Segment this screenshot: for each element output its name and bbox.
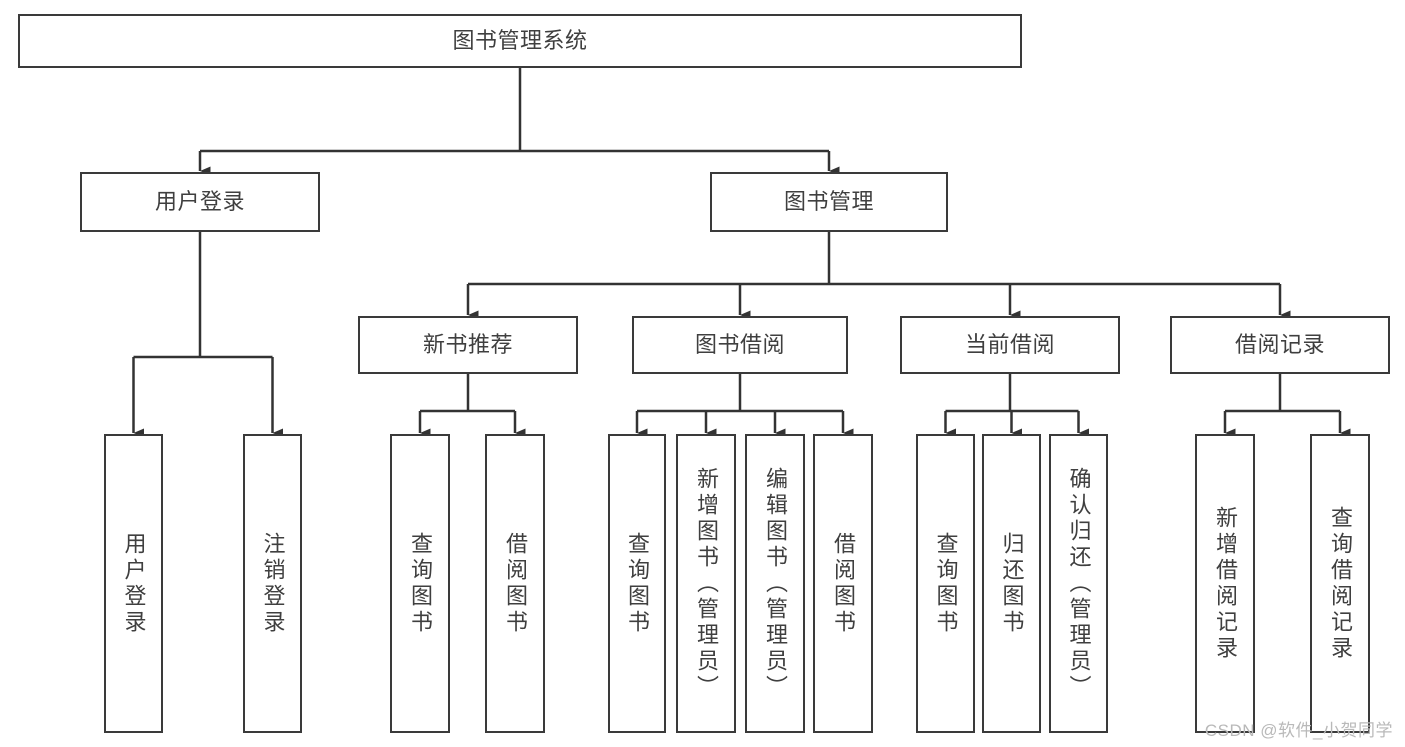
node-label: 新增借阅记录	[1212, 505, 1238, 662]
node-book-manage[interactable]: 图书管理	[710, 172, 948, 232]
node-label: 借阅记录	[1234, 332, 1325, 358]
node-borrow-record[interactable]: 借阅记录	[1170, 316, 1390, 374]
node-root[interactable]: 图书管理系统	[18, 14, 1022, 68]
node-leaf-query-book-cur[interactable]: 查询图书	[916, 434, 975, 733]
node-label: 查询图书	[624, 531, 650, 636]
node-label: 借阅图书	[502, 531, 528, 636]
node-label: 图书管理	[783, 189, 874, 215]
node-leaf-borrow-book[interactable]: 借阅图书	[813, 434, 873, 733]
node-leaf-edit-book[interactable]: 编辑图书（管理员）	[745, 434, 805, 733]
node-leaf-query-book-rec[interactable]: 查询图书	[390, 434, 450, 733]
node-label: 确认归还（管理员）	[1066, 466, 1092, 701]
node-current-borrow[interactable]: 当前借阅	[900, 316, 1120, 374]
node-leaf-borrow-book-rec[interactable]: 借阅图书	[485, 434, 545, 733]
node-leaf-return-book[interactable]: 归还图书	[982, 434, 1041, 733]
node-leaf-logout[interactable]: 注销登录	[243, 434, 302, 733]
node-book-borrow[interactable]: 图书借阅	[632, 316, 848, 374]
node-label: 查询图书	[407, 531, 433, 636]
node-label: 查询图书	[933, 531, 959, 636]
connector-lines	[132, 68, 1351, 438]
node-user-login[interactable]: 用户登录	[80, 172, 320, 232]
node-label: 新增图书（管理员）	[693, 466, 719, 701]
node-leaf-add-book[interactable]: 新增图书（管理员）	[676, 434, 736, 733]
node-leaf-user-login[interactable]: 用户登录	[104, 434, 163, 733]
node-label: 新书推荐	[422, 332, 513, 358]
node-leaf-query-book-borrow[interactable]: 查询图书	[608, 434, 666, 733]
node-label: 借阅图书	[830, 531, 856, 636]
node-new-book-recommend[interactable]: 新书推荐	[358, 316, 578, 374]
node-label: 当前借阅	[964, 332, 1055, 358]
node-label: 图书借阅	[694, 332, 785, 358]
node-label: 编辑图书（管理员）	[762, 466, 788, 701]
node-label: 归还图书	[999, 531, 1025, 636]
node-label: 查询借阅记录	[1327, 505, 1353, 662]
node-label: 图书管理系统	[452, 28, 588, 54]
node-leaf-confirm-return[interactable]: 确认归还（管理员）	[1049, 434, 1108, 733]
node-leaf-query-borrow-record[interactable]: 查询借阅记录	[1310, 434, 1370, 733]
node-label: 用户登录	[121, 531, 147, 636]
node-label: 注销登录	[260, 531, 286, 636]
node-leaf-add-borrow-record[interactable]: 新增借阅记录	[1195, 434, 1255, 733]
node-label: 用户登录	[154, 189, 245, 215]
